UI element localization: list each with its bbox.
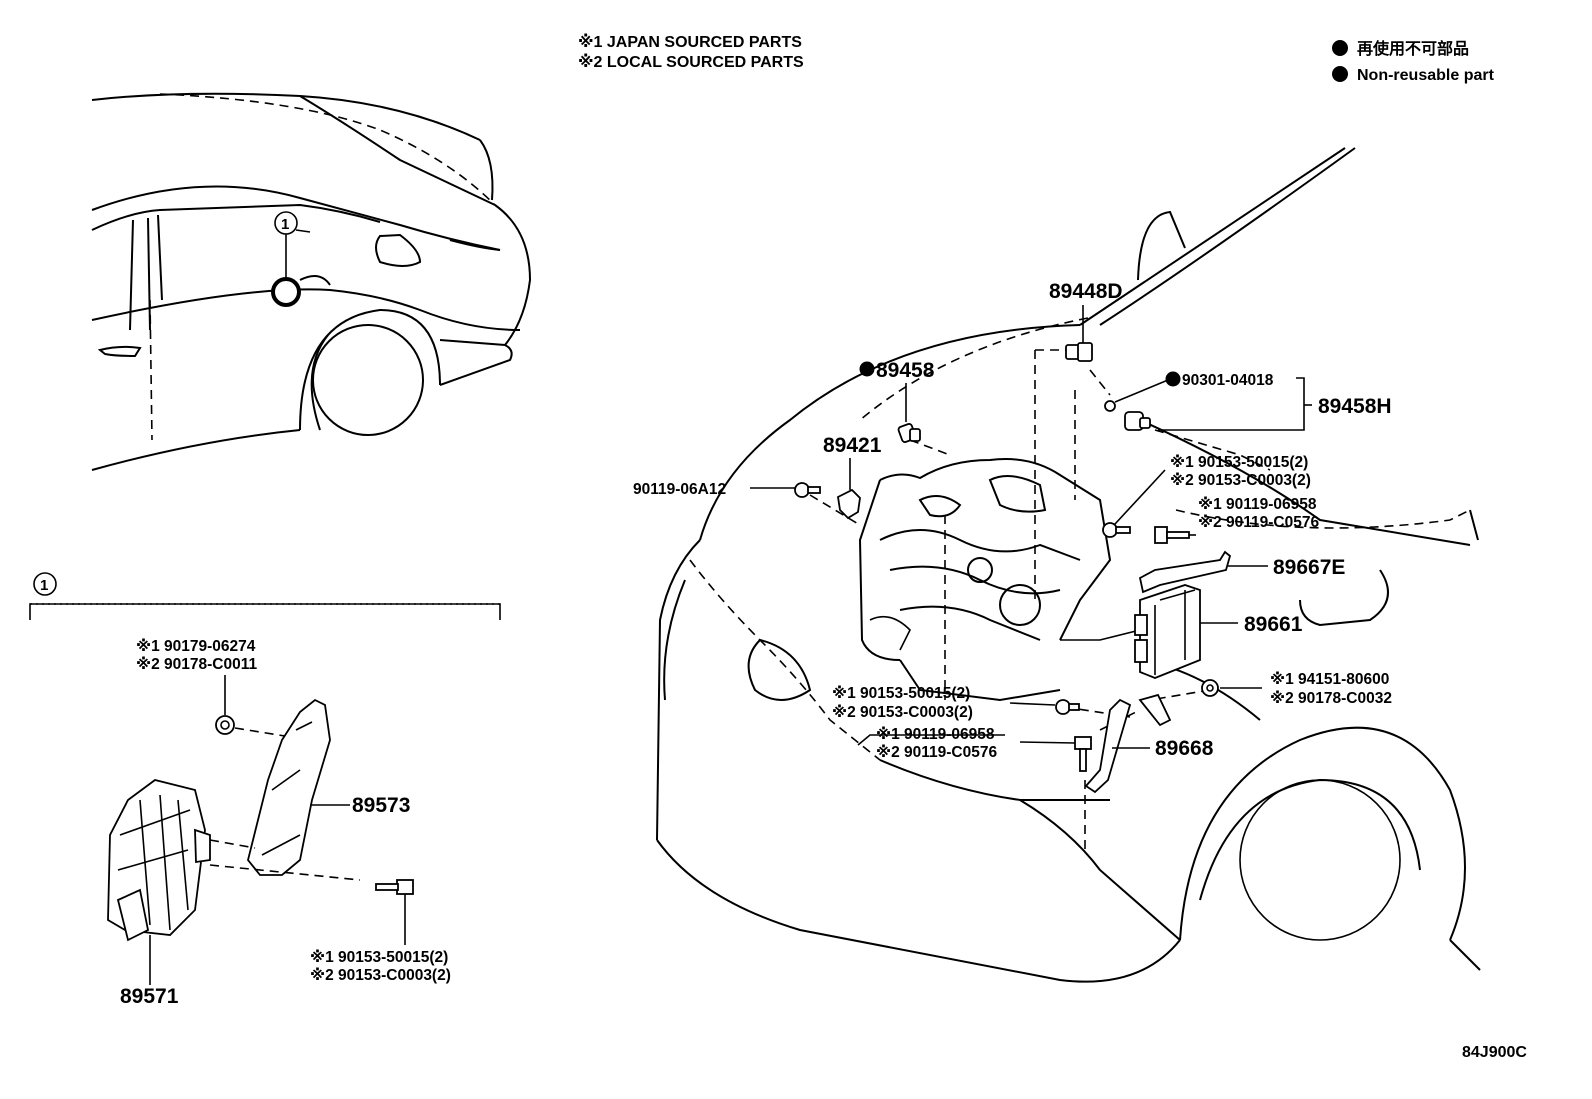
part-nut-group-c-icon: [1201, 679, 1262, 697]
note-local-sourced: ※2 LOCAL SOURCED PARTS: [578, 53, 804, 71]
part-label-89573: 89573: [352, 794, 410, 817]
part-bolt-group-b-icon: [1154, 526, 1196, 544]
part-label-89571: 89571: [120, 985, 179, 1008]
part-label-grpD-2: ※2 90153-C0003(2): [832, 703, 973, 721]
part-label-grpF-1: ※1 90179-06274: [136, 637, 256, 655]
part-89571-ecu-icon: [107, 779, 211, 985]
part-label-89458H: 89458H: [1318, 395, 1392, 418]
non-reusable-dot-icon: [859, 361, 875, 377]
part-label-grpG-1: ※1 90153-50015(2): [310, 948, 448, 966]
note-japan-sourced: ※1 JAPAN SOURCED PARTS: [578, 33, 802, 51]
part-bolt-group-g-icon: [375, 879, 414, 945]
part-label-grpB-2: ※2 90119-C0576: [1198, 513, 1319, 531]
part-nut-group-f-icon: [215, 675, 235, 735]
part-label-89661: 89661: [1244, 613, 1303, 636]
part-label-89421: 89421: [823, 434, 882, 457]
part-89661-ecu-icon: [1134, 584, 1238, 679]
part-label-89458: 89458: [876, 359, 935, 382]
part-bolt-group-d-icon: [1009, 699, 1080, 715]
non-reusable-dot-icon: [1332, 66, 1348, 82]
engine-assembly: [858, 458, 1141, 702]
part-89667E-icon: [1138, 550, 1268, 594]
part-label-89448D: 89448D: [1049, 280, 1123, 303]
part-89458H-icon: [1124, 411, 1151, 431]
legend-en-label: Non-reusable part: [1357, 67, 1495, 84]
part-89573-bracket-icon: [247, 698, 350, 876]
front-car-illustration: [656, 147, 1481, 983]
part-bolt-group-e-icon: [1019, 736, 1092, 772]
part-90119-06A12-icon: [750, 482, 821, 498]
non-reusable-dot-icon: [1332, 40, 1348, 56]
part-90301-04018-icon: [1104, 400, 1116, 412]
callout-ref-1: 1: [281, 216, 289, 233]
part-label-grpA-1: ※1 90153-50015(2): [1170, 453, 1308, 471]
detail-callout-ref-1: 1: [40, 577, 48, 594]
legend-jp-label: 再使用不可部品: [1357, 39, 1469, 58]
part-89421-icon: [837, 458, 861, 520]
part-89458-icon: [897, 383, 921, 443]
part-89668-icon: [1084, 693, 1172, 794]
part-label-grpA-2: ※2 90153-C0003(2): [1170, 471, 1311, 489]
figure-code: 84J900C: [1462, 1044, 1527, 1061]
part-label-grpD-1: ※1 90153-50015(2): [832, 684, 970, 702]
part-label-grpE-2: ※2 90119-C0576: [876, 743, 997, 761]
part-label-grpF-2: ※2 90178-C0011: [136, 655, 257, 673]
non-reusable-dot-icon: [1165, 371, 1181, 387]
part-label-90119-06A12: 90119-06A12: [633, 481, 726, 498]
part-label-grpE-1: ※1 90119-06958: [876, 725, 995, 743]
detail-panel: 1: [29, 572, 501, 620]
rear-car-illustration: 1: [91, 92, 532, 471]
part-89448D-icon: [1065, 305, 1093, 362]
part-label-grpC-2: ※2 90178-C0032: [1270, 689, 1392, 707]
sensor-location-marker: [271, 277, 301, 307]
part-label-89667E: 89667E: [1273, 556, 1345, 579]
part-label-grpB-1: ※1 90119-06958: [1198, 495, 1317, 513]
part-bolt-group-a-icon: [1102, 469, 1166, 538]
part-label-grpG-2: ※2 90153-C0003(2): [310, 966, 451, 984]
part-label-90301-04018: 90301-04018: [1182, 372, 1274, 389]
part-label-grpC-1: ※1 94151-80600: [1270, 670, 1389, 688]
part-label-89668: 89668: [1155, 737, 1214, 760]
